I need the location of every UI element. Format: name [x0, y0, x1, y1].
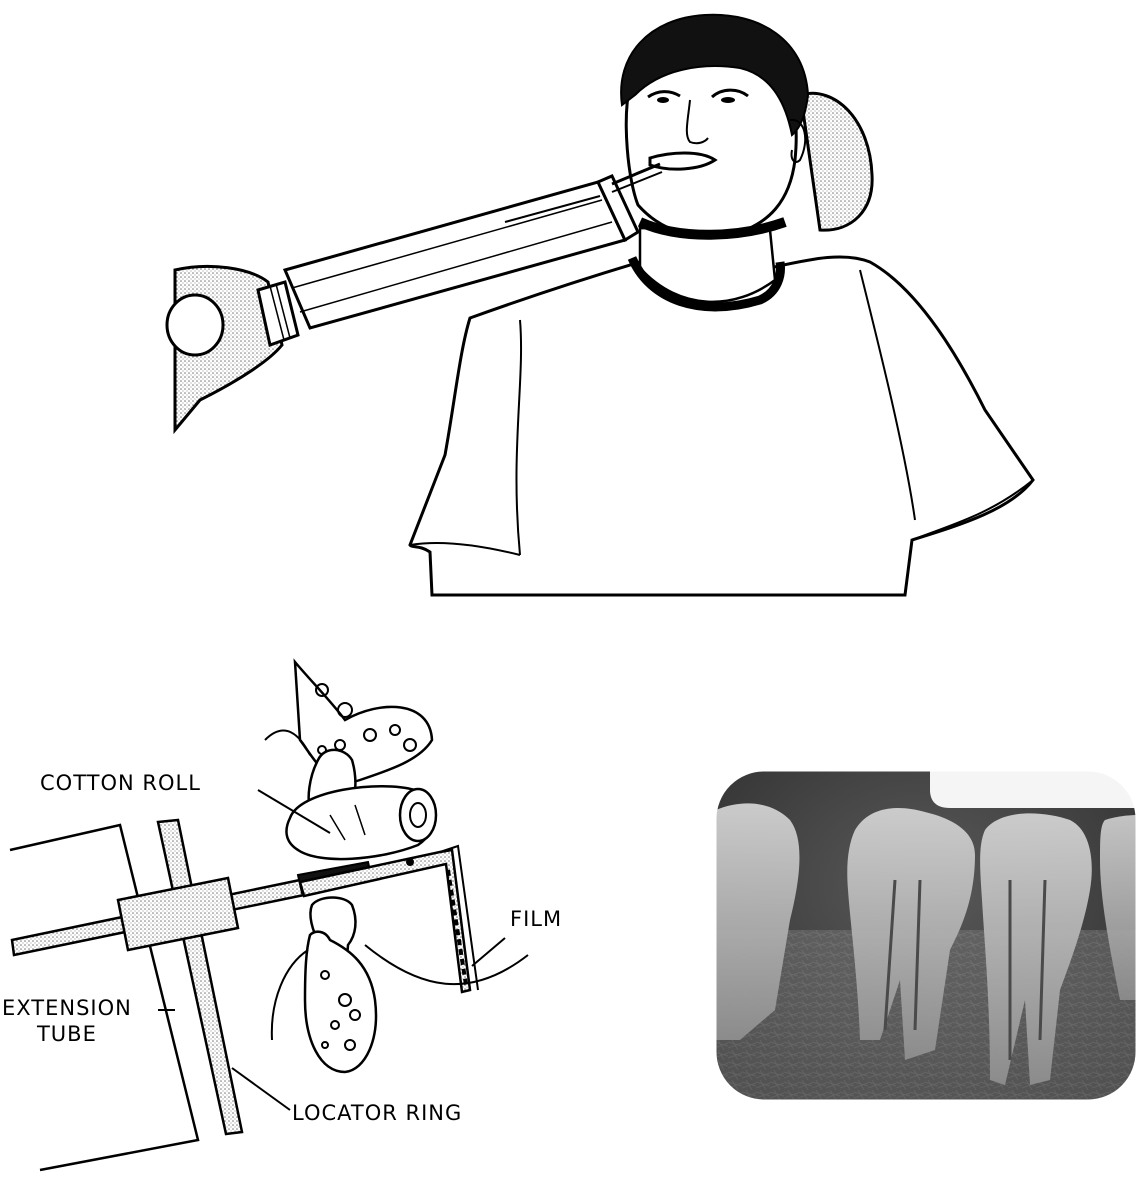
film-label: FILM [510, 906, 562, 932]
locator-ring-bar [158, 820, 242, 1134]
radiograph [716, 771, 1137, 1100]
patient-illustration [410, 15, 1033, 595]
headrest [800, 90, 872, 230]
locator-ring-label: LOCATOR RING [292, 1100, 462, 1126]
lower-bone [305, 932, 376, 1072]
arm-knob [167, 295, 223, 355]
extension-tube-label-line2: TUBE [2, 1021, 132, 1047]
extension-tube-label-line1: EXTENSION [2, 995, 132, 1021]
cotton-roll-label: COTTON ROLL [40, 770, 201, 796]
technique-diagram [10, 662, 528, 1170]
extension-tube-label: EXTENSION TUBE [2, 995, 132, 1048]
